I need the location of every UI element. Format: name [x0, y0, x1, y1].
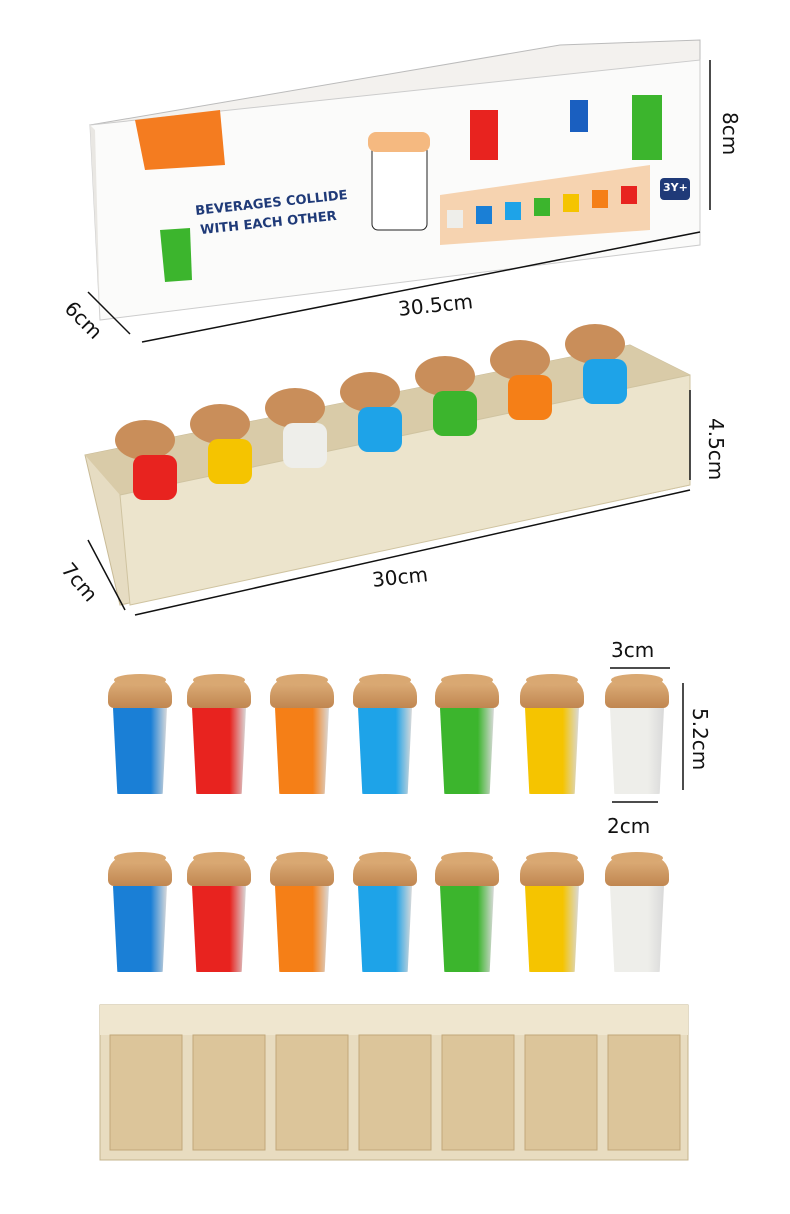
cup-top-width-label: 3cm: [611, 638, 655, 662]
cup-lid: [435, 852, 499, 886]
cup: [353, 852, 417, 976]
tray-cup: [358, 407, 402, 452]
box-slot-cup: [621, 186, 637, 204]
tray-compartment: [358, 1034, 432, 1151]
tray-cup: [208, 439, 252, 484]
dim-line-tray-length: [134, 489, 691, 616]
cup: [605, 674, 669, 798]
cup-body: [275, 708, 329, 794]
cup: [187, 852, 251, 976]
cup-lid: [108, 674, 172, 708]
box-slot-cup: [563, 194, 579, 212]
white-cup-character: [371, 144, 428, 231]
box-slot-cup: [447, 210, 463, 228]
tray-cup-lid: [490, 340, 550, 380]
cup-body: [525, 886, 579, 972]
cup-lid: [187, 674, 251, 708]
box-slot-cup: [534, 198, 550, 216]
cup-body: [440, 886, 494, 972]
cup: [605, 852, 669, 976]
cup: [435, 852, 499, 976]
box-height-label: 8cm: [718, 112, 742, 156]
cup-height-label: 5.2cm: [688, 708, 712, 771]
cup: [108, 674, 172, 798]
age-badge: [660, 178, 690, 200]
green-cup-character: [160, 228, 192, 282]
tray-cup-lid: [265, 388, 325, 428]
tray-height-label: 4.5cm: [704, 418, 728, 481]
cup-lid: [270, 674, 334, 708]
cup-lid: [520, 852, 584, 886]
box-slot-cup: [505, 202, 521, 220]
cup-body: [192, 708, 246, 794]
cup: [520, 674, 584, 798]
age-badge-label: 3Y+: [663, 181, 688, 194]
cup-bottom-width-label: 2cm: [607, 814, 651, 838]
tray-cup: [583, 359, 627, 404]
tray-compartment: [192, 1034, 266, 1151]
cup: [353, 674, 417, 798]
red-cup-character: [470, 110, 498, 160]
dim-line-box-length: [141, 231, 701, 343]
cup-lid: [520, 674, 584, 708]
tray-compartment: [275, 1034, 349, 1151]
cup-lid: [605, 674, 669, 708]
filled-tray: [84, 324, 691, 606]
tray-cup-lid: [340, 372, 400, 412]
tray-cup: [283, 423, 327, 468]
cup-body: [610, 886, 664, 972]
cup-body: [113, 708, 167, 794]
box-slot-cup: [476, 206, 492, 224]
green-cup-character-2: [632, 95, 662, 160]
tray-cup-lid: [190, 404, 250, 444]
blue-cup-character: [570, 100, 588, 132]
cup-body: [192, 886, 246, 972]
cup-body: [275, 886, 329, 972]
cup-body: [610, 708, 664, 794]
tray-compartment: [441, 1034, 515, 1151]
product-box: [88, 39, 701, 321]
cup-body: [440, 708, 494, 794]
orange-cup-character: [135, 110, 225, 170]
dim-line-tray-depth: [87, 539, 126, 611]
tray-cup: [133, 455, 177, 500]
cup-body: [113, 886, 167, 972]
cup-body: [525, 708, 579, 794]
cup-lid: [605, 852, 669, 886]
cup-body: [358, 708, 412, 794]
cup-body: [358, 886, 412, 972]
tray-cup: [508, 375, 552, 420]
tray-compartment: [109, 1034, 183, 1151]
cup-lid: [187, 852, 251, 886]
tray-compartment: [524, 1034, 598, 1151]
dim-line-box-depth: [87, 291, 131, 335]
empty-tray: [99, 1004, 689, 1161]
tray-cup: [433, 391, 477, 436]
cup-lid: [353, 852, 417, 886]
cup: [108, 852, 172, 976]
cup-lid: [270, 852, 334, 886]
cup-lid: [108, 852, 172, 886]
cup: [435, 674, 499, 798]
tray-cup-lid: [115, 420, 175, 460]
tray-cup-lid: [415, 356, 475, 396]
cup-lid: [435, 674, 499, 708]
tray-compartment: [607, 1034, 681, 1151]
cup: [270, 674, 334, 798]
cup-lid: [353, 674, 417, 708]
box-slot-cup: [592, 190, 608, 208]
cup: [520, 852, 584, 976]
cup: [187, 674, 251, 798]
tray-cup-lid: [565, 324, 625, 364]
cup: [270, 852, 334, 976]
